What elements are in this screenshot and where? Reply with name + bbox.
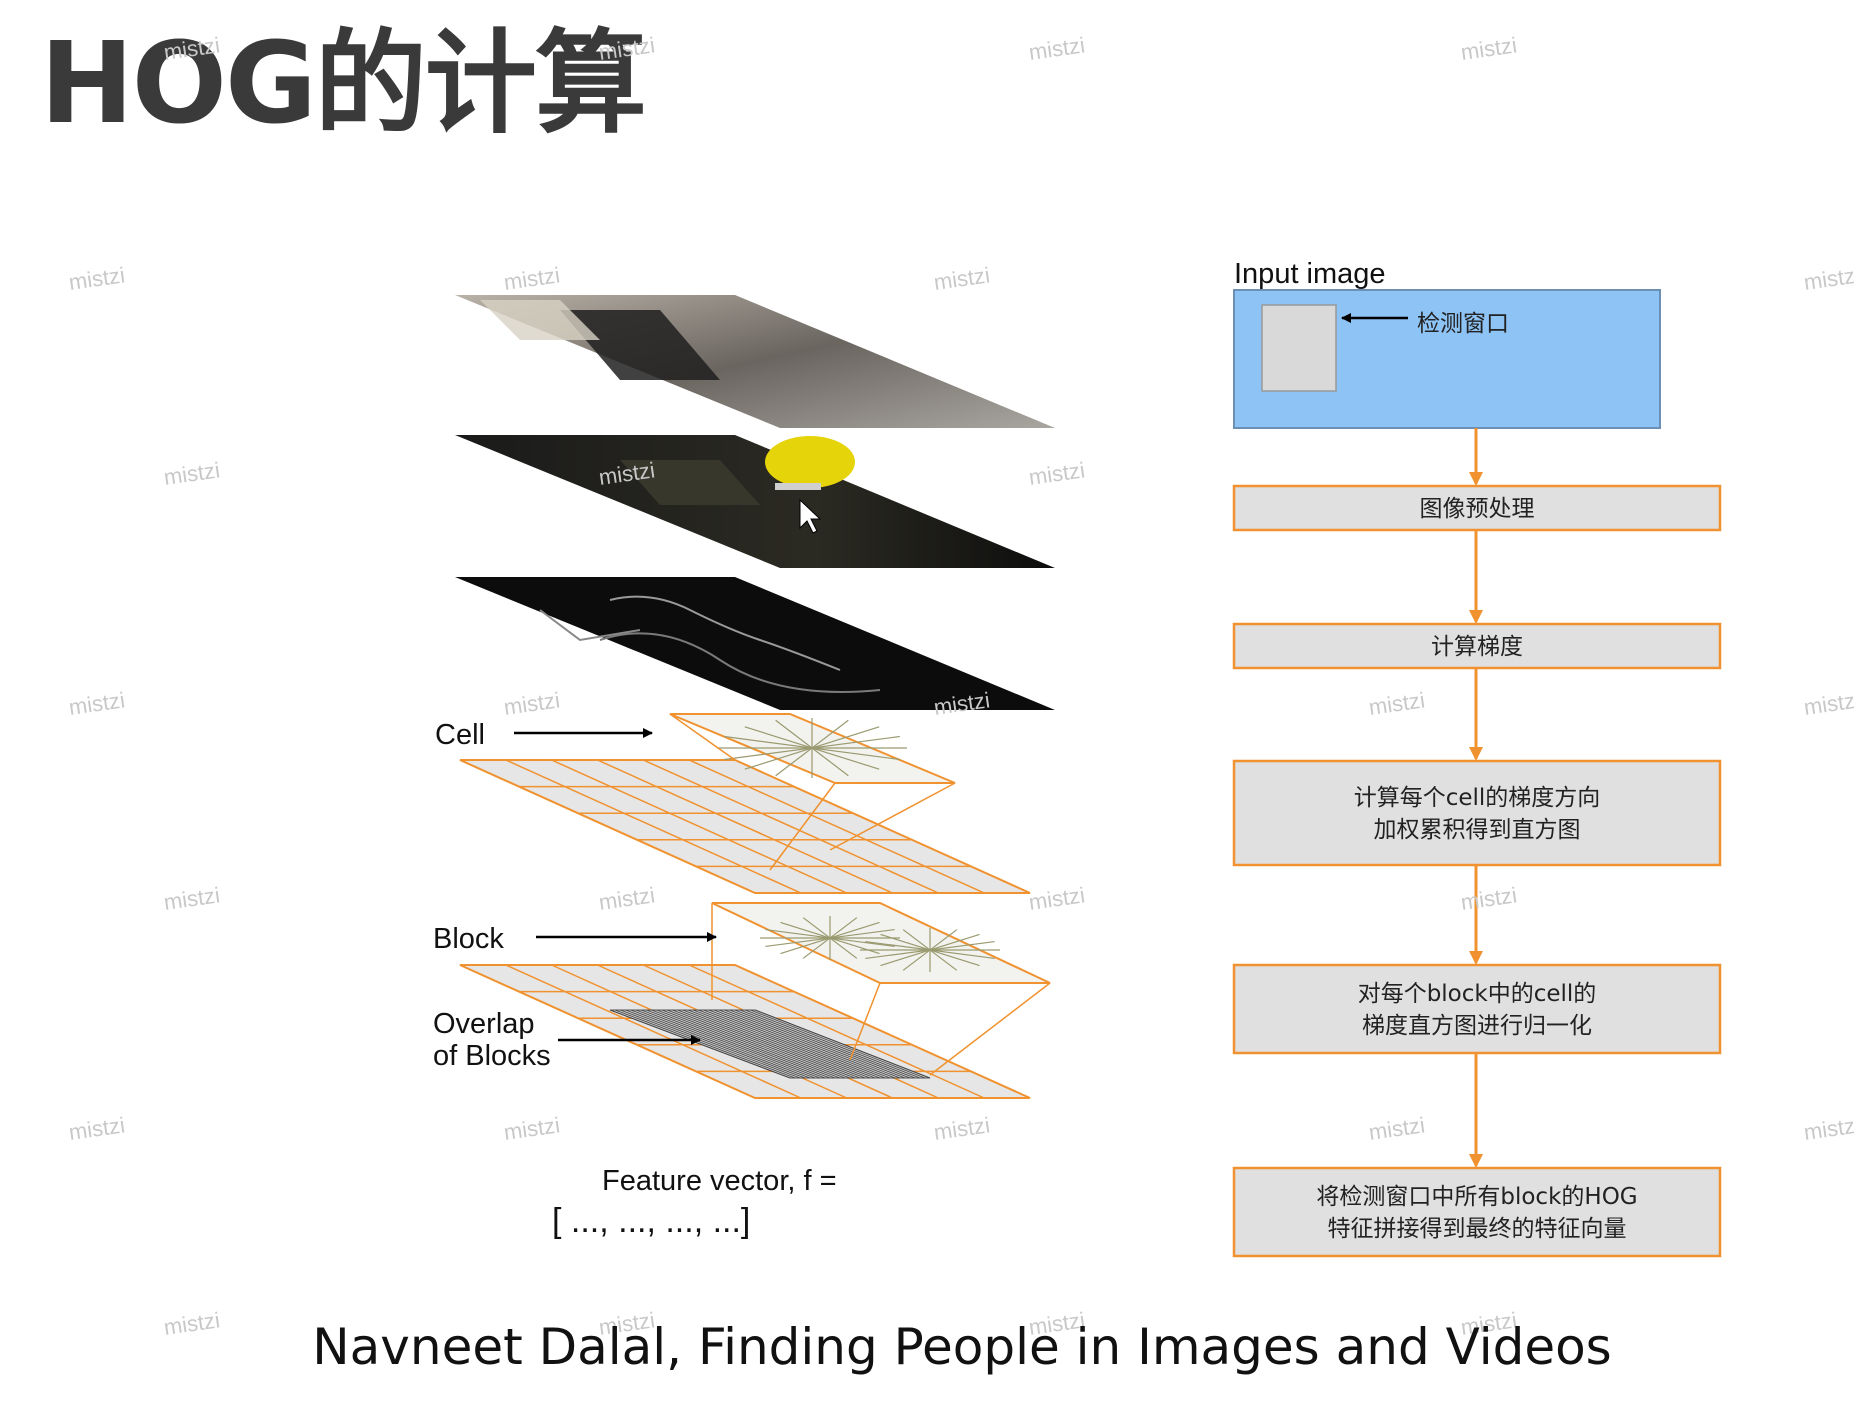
watermark-text: mistzi <box>1802 262 1854 295</box>
watermark-text: mistzi <box>932 262 991 295</box>
flow-step-box <box>1232 759 1722 867</box>
cell-label: Cell <box>435 719 485 751</box>
feature-vector-brackets: [ ..., ..., ..., ...] <box>552 1202 750 1240</box>
watermark-text: mistzi <box>502 687 561 720</box>
flow-step-text: 图像预处理 <box>1420 496 1535 522</box>
layer-input-image <box>455 295 1055 428</box>
watermark-text: mistzi <box>1027 457 1086 490</box>
feature-vector-label: Feature vector, f = <box>602 1165 837 1197</box>
flow-step-text: 计算梯度 <box>1431 634 1523 660</box>
flow-step-text: 梯度直方图进行归一化 <box>1362 1013 1592 1039</box>
flow-step-text: 对每个block中的cell的 <box>1358 981 1597 1007</box>
flow-step-text: 特征拼接得到最终的特征向量 <box>1328 1216 1627 1242</box>
watermark-text: mistzi <box>162 32 221 65</box>
watermark-text: mistzi <box>67 687 126 720</box>
watermark-text: mistzi <box>67 262 126 295</box>
layer-gradient-image <box>455 577 1055 710</box>
citation: Navneet Dalal, Finding People in Images … <box>312 1318 1612 1376</box>
overlap-label-line1: Overlap <box>433 1008 535 1040</box>
watermark-text: mistzi <box>502 262 561 295</box>
overlap-label-line2: of Blocks <box>433 1040 551 1072</box>
cell-histogram-detail <box>669 713 956 871</box>
overlap-hatch <box>609 1009 931 1079</box>
watermark-text: mistzi <box>1459 32 1518 65</box>
input-image-label: Input image <box>1234 258 1386 290</box>
watermark-text: mistzi <box>597 32 656 65</box>
flow-step-box <box>1232 963 1722 1055</box>
watermark-text: mistzi <box>1027 32 1086 65</box>
flow-step-box <box>1232 1166 1722 1258</box>
watermark-text: mistzi <box>932 1112 991 1145</box>
flow-step-text: 计算每个cell的梯度方向 <box>1354 785 1601 811</box>
block-histogram-detail <box>711 902 1051 1076</box>
detect-window-label: 检测窗口 <box>1417 311 1509 337</box>
flow-step-2: 计算梯度 <box>1232 622 1722 670</box>
watermark-text: mistzi <box>162 882 221 915</box>
flowchart-steps: 图像预处理计算梯度计算每个cell的梯度方向加权累积得到直方图对每个block中… <box>1232 428 1722 1258</box>
watermark-text: mistzi <box>162 457 221 490</box>
detect-window-rect <box>1261 304 1337 392</box>
watermark-text: mistzi <box>502 1112 561 1145</box>
flow-step-text: 加权累积得到直方图 <box>1374 817 1581 843</box>
flow-step-5: 将检测窗口中所有block的HOG 特征拼接得到最终的特征向量 <box>1232 1166 1722 1258</box>
flow-step-text: 将检测窗口中所有block的HOG <box>1316 1184 1637 1210</box>
flow-step-box <box>1232 484 1722 532</box>
watermark-text: mistzi <box>1367 1112 1426 1145</box>
cell-grid-layer <box>459 759 1031 894</box>
watermark-text: mistzi <box>1459 882 1518 915</box>
watermark-text: mistzi <box>1802 687 1854 720</box>
layer-normalized-image <box>455 435 1055 568</box>
page-title: HOG的计算 <box>40 19 647 149</box>
watermark-text: mistzi <box>1027 882 1086 915</box>
watermark-text: mistzi <box>67 1112 126 1145</box>
watermark-text: mistzi <box>1802 1112 1854 1145</box>
block-label: Block <box>433 923 504 955</box>
watermark-text: mistzi <box>1367 687 1426 720</box>
watermark-text: mistzi <box>597 882 656 915</box>
block-grid-layer <box>459 964 1031 1099</box>
flow-step-1: 图像预处理 <box>1232 484 1722 532</box>
